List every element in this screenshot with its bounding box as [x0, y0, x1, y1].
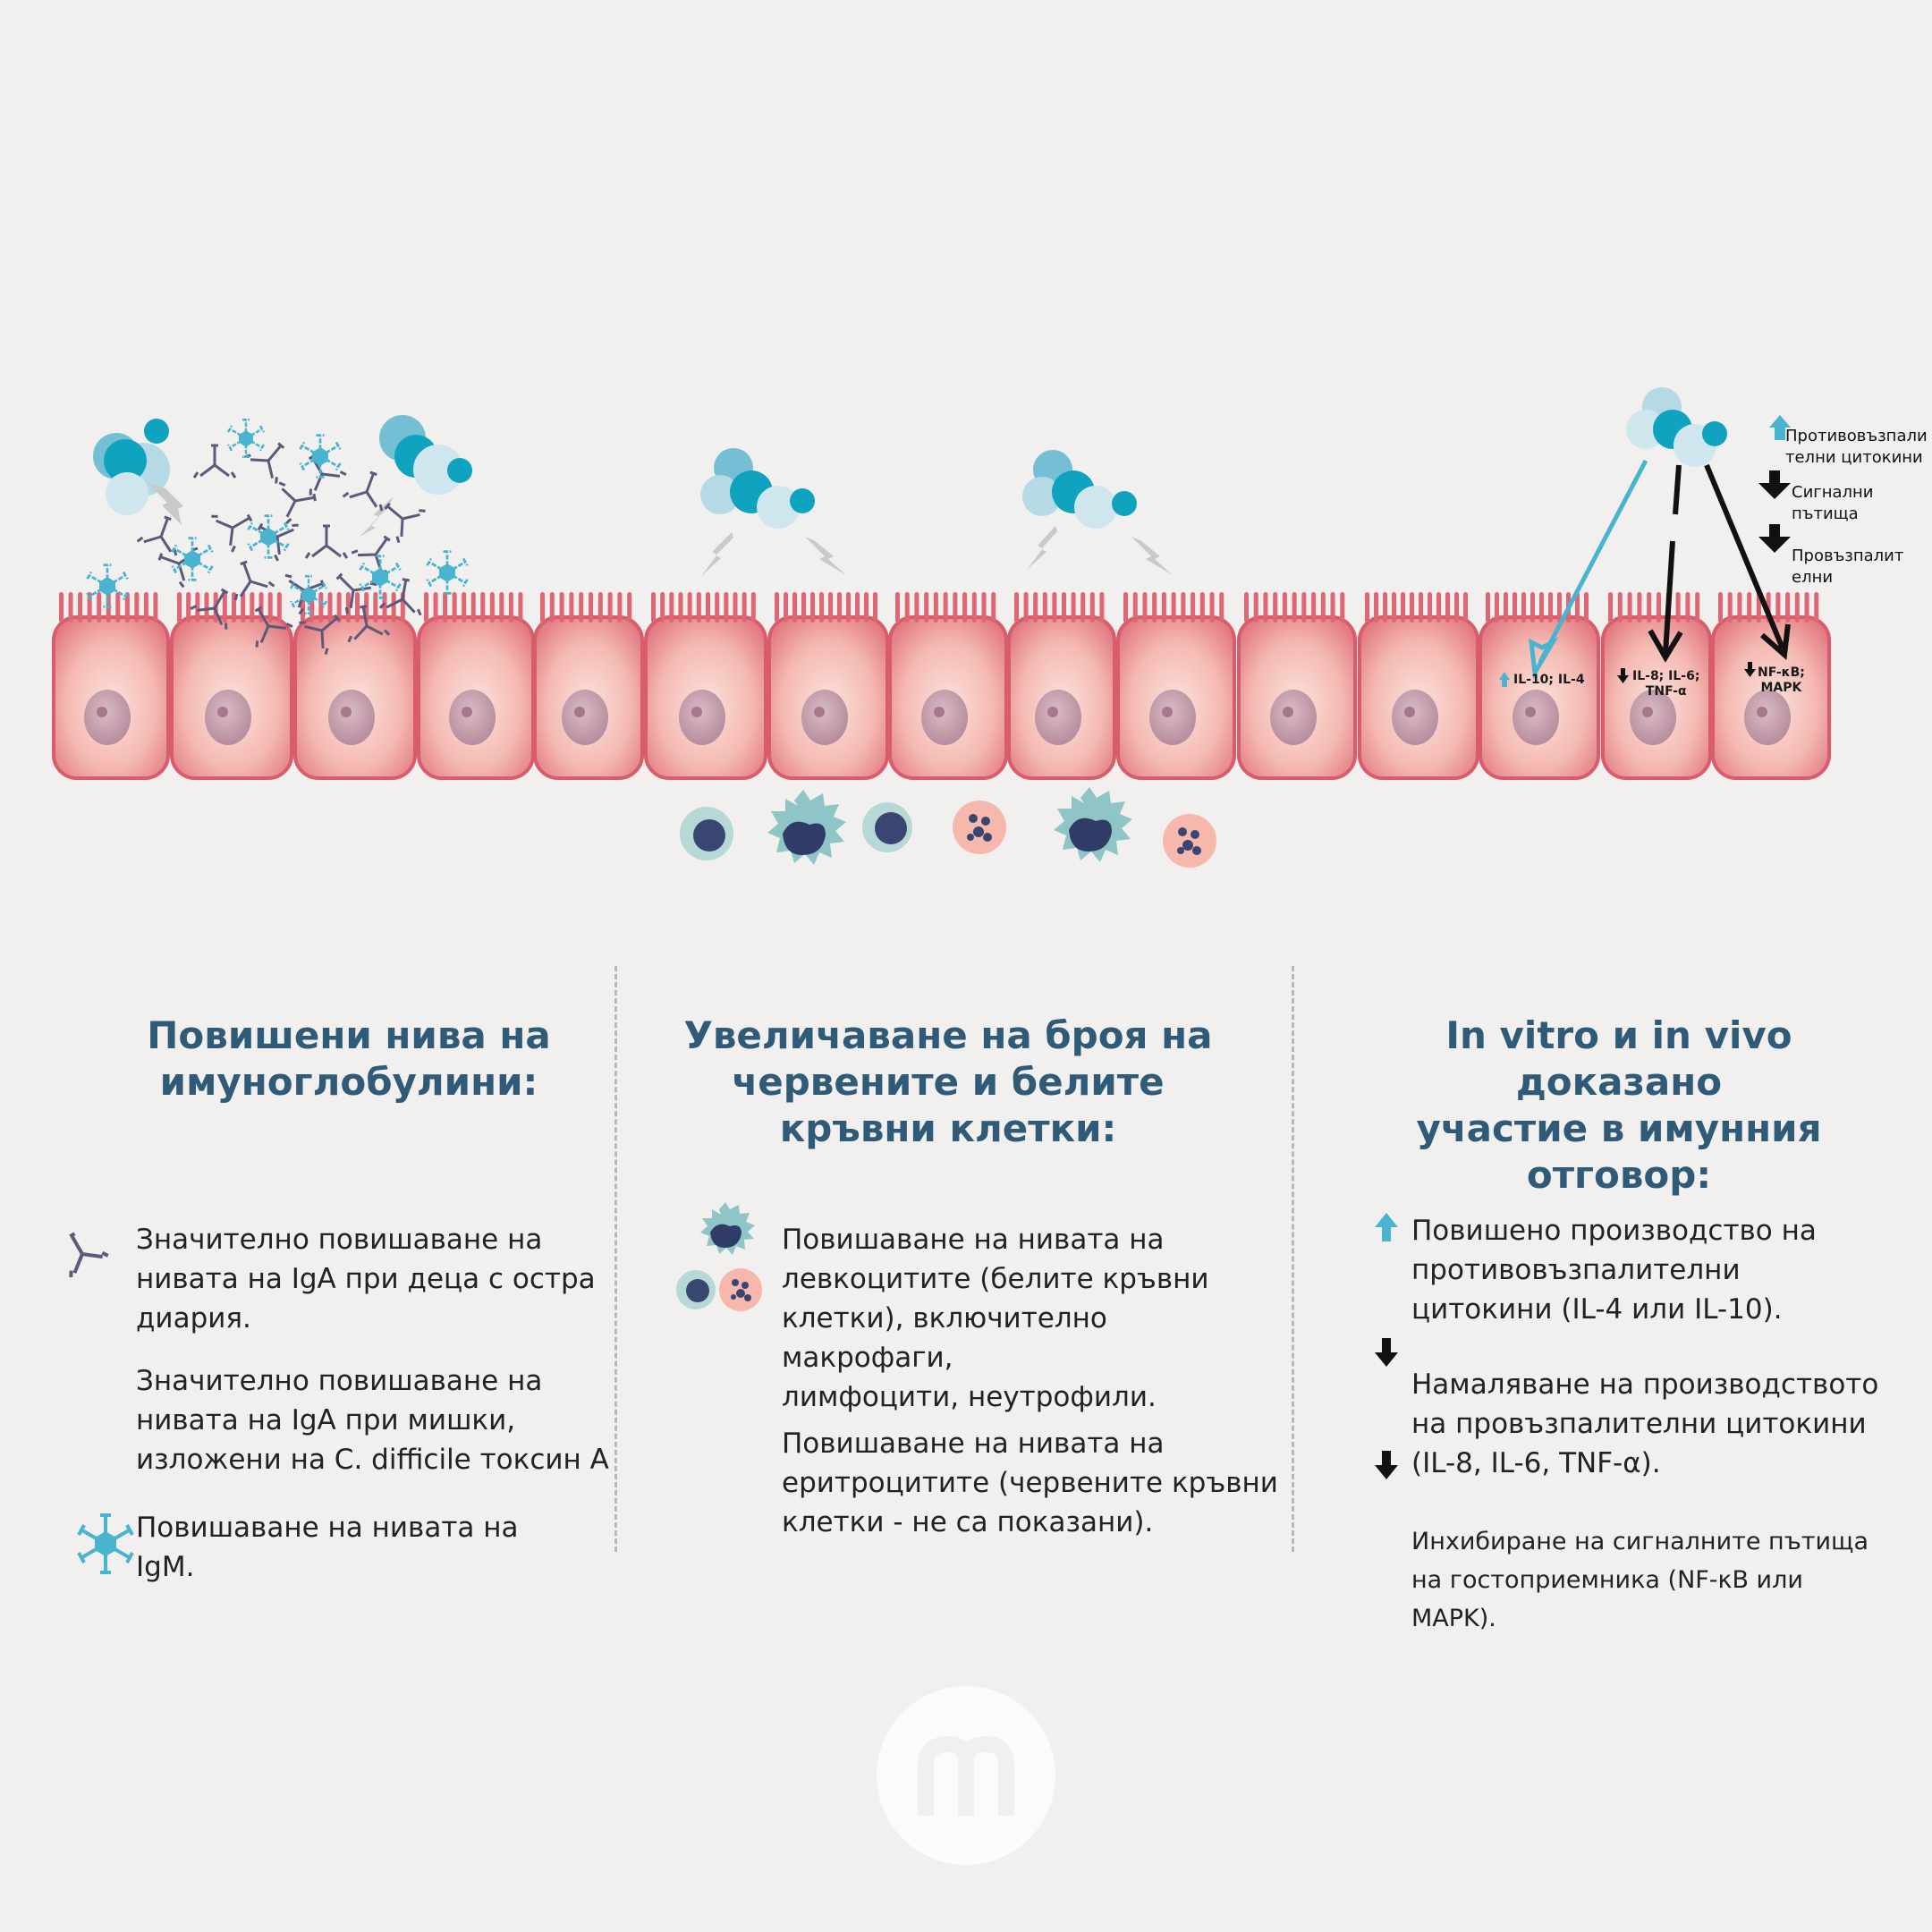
igm-icon [247, 514, 290, 559]
toxin-bolts [148, 483, 1173, 576]
column3-item1-text: Повишено производство на противовъзпалит… [1411, 1215, 1817, 1326]
epithelial-cell [1237, 592, 1357, 780]
antibody-icon [69, 1232, 109, 1277]
neutrophil [1163, 814, 1216, 868]
epithelial-cell [767, 592, 889, 780]
macrophage [1054, 787, 1132, 862]
antibody [347, 605, 391, 643]
epithelial-cell [417, 592, 535, 780]
epithelial-cell-row [52, 592, 1831, 780]
cytokine-arrows [1528, 459, 1791, 680]
cell-label-nfkb: NF-κB; MAPK [1758, 665, 1805, 695]
epithelial-cell [644, 592, 767, 780]
column2-item2-text: Повишаване на нивата на еритроцитите (че… [782, 1428, 1278, 1538]
intestinal-epithelium-diagram [52, 387, 1831, 868]
antibody [351, 535, 391, 577]
igm-icon [289, 574, 328, 615]
arrow-down-icon [1758, 470, 1791, 499]
antibody [243, 442, 285, 484]
bacteria-cluster [93, 419, 170, 515]
bacteria-cluster [379, 415, 472, 495]
column-divider [1292, 966, 1294, 1552]
antibody [304, 524, 349, 559]
column1-item1-text: Значително повишаване на нивата на IgA п… [136, 1224, 596, 1335]
arrow-down-icon [1617, 668, 1629, 683]
antibody-network [86, 418, 469, 656]
column3-item3-text: Инхибиране на сигналните пътища на госто… [1411, 1528, 1869, 1632]
legend-anti-inflammatory: Противовъзпали телни цитокини [1785, 427, 1928, 467]
column-title-immunoglobulins: Повишени нива на имуноглобулини: [147, 1013, 551, 1104]
bacteria-cluster [700, 448, 815, 529]
macrophage [767, 790, 846, 865]
epithelial-cell [888, 592, 1008, 780]
igm-icon [226, 418, 266, 459]
antibody [254, 606, 293, 648]
igm-icon [171, 537, 214, 581]
bacteria-cluster [1022, 450, 1137, 529]
arrow-down-icon [1758, 524, 1791, 553]
column1-item2-text: Значително повишаване на нивата на IgA п… [136, 1365, 609, 1476]
antibody [192, 444, 237, 479]
cell-label-il8: IL-8; IL-6; TNF-α [1632, 669, 1700, 699]
legend-signaling: Сигнални пътища [1792, 483, 1874, 523]
epithelial-cell [52, 592, 170, 780]
epithelial-cell [1479, 592, 1600, 780]
antibody [190, 588, 229, 630]
epithelial-cell [293, 592, 417, 780]
lymphocyte [680, 807, 733, 860]
antibody [384, 502, 426, 544]
igm-icon [77, 1513, 134, 1574]
column3-item2-text: Намаляване на производството на провъзпа… [1411, 1368, 1879, 1479]
arrow-up-icon [1375, 1213, 1398, 1241]
cell-label-il10: IL-10; IL-4 [1513, 673, 1585, 687]
antibody [299, 614, 341, 656]
epithelial-cell [1358, 592, 1479, 780]
igm-icon [299, 434, 342, 479]
epithelial-cell [1116, 592, 1236, 780]
epithelial-cell [1007, 592, 1116, 780]
antibody [378, 578, 422, 616]
igm-icon [359, 555, 402, 599]
antibody [136, 515, 178, 556]
column-divider [614, 966, 617, 1552]
column-title-blood-cells: Увеличаване на броя на червените и белит… [683, 1013, 1213, 1150]
column2-item1-text: Повишаване на нивата на левкоцитите (бел… [782, 1224, 1209, 1413]
watermark-logo [877, 1686, 1055, 1865]
arrow-down-icon [1744, 662, 1756, 677]
igm-icon [426, 550, 469, 595]
antibody [278, 481, 317, 525]
arrow-down-icon [1375, 1451, 1398, 1479]
column-title-immune-response: In vitro и in vivo доказано участие в им… [1416, 1013, 1822, 1197]
arrow-down-icon [1375, 1338, 1398, 1367]
epithelial-cell [170, 592, 293, 780]
antibody [233, 560, 275, 601]
antibody [342, 470, 384, 512]
bacteria-cluster [1626, 387, 1727, 467]
legend-pro-inflammatory: Провъзпалит елни [1792, 547, 1904, 587]
antibody [211, 513, 253, 553]
white-blood-cells-icon [676, 1202, 762, 1311]
epithelial-cell [1601, 592, 1712, 780]
neutrophil [953, 801, 1006, 854]
arrow-up-icon [1769, 415, 1791, 440]
arrow-up-icon [1499, 672, 1510, 687]
igm-icon [86, 564, 129, 608]
epithelial-cell [533, 592, 644, 780]
lymphocyte [862, 802, 912, 852]
column1-item3-text: Повишаване на нивата на IgM. [136, 1512, 519, 1583]
